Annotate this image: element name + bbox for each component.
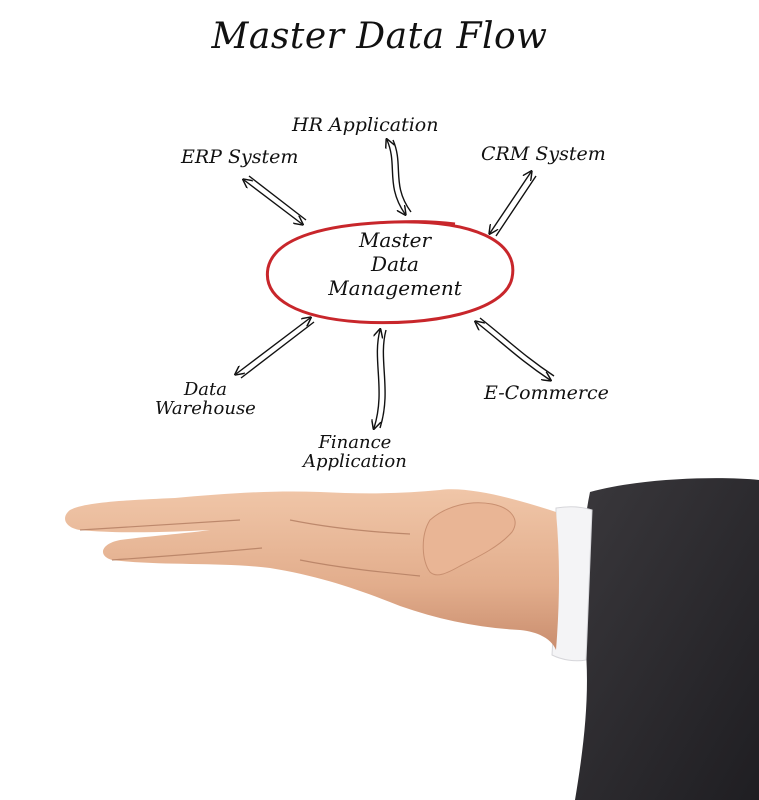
- node-data-warehouse-line2: Warehouse: [155, 397, 256, 419]
- suit-sleeve: [575, 478, 759, 800]
- node-finance-application: Finance Application: [303, 432, 407, 472]
- center-ellipse: [265, 220, 515, 325]
- node-hr-application: HR Application: [292, 114, 439, 136]
- node-finance-line1: Finance: [318, 432, 392, 453]
- node-crm-system: CRM System: [481, 143, 606, 165]
- node-erp-system: ERP System: [181, 146, 299, 168]
- arrow-data-warehouse: [236, 318, 310, 374]
- arrow-ecommerce: [476, 322, 550, 380]
- arrow-crm: [490, 172, 531, 233]
- thumb: [422, 502, 516, 576]
- arrow-erp: [244, 180, 302, 224]
- node-data-warehouse-line1: Data: [183, 379, 227, 400]
- node-ecommerce: E-Commerce: [484, 382, 609, 404]
- node-finance-line2: Application: [303, 450, 407, 472]
- center-node-master-data-management: Master Data Management: [300, 228, 490, 300]
- center-line2: Data: [371, 252, 419, 276]
- center-line3: Management: [328, 276, 462, 300]
- node-data-warehouse: Data Warehouse: [155, 379, 256, 419]
- center-line1: Master: [358, 228, 432, 252]
- arrow-finance: [374, 330, 380, 428]
- diagram-title: Master Data Flow: [211, 16, 548, 57]
- arrow-hr: [387, 140, 405, 214]
